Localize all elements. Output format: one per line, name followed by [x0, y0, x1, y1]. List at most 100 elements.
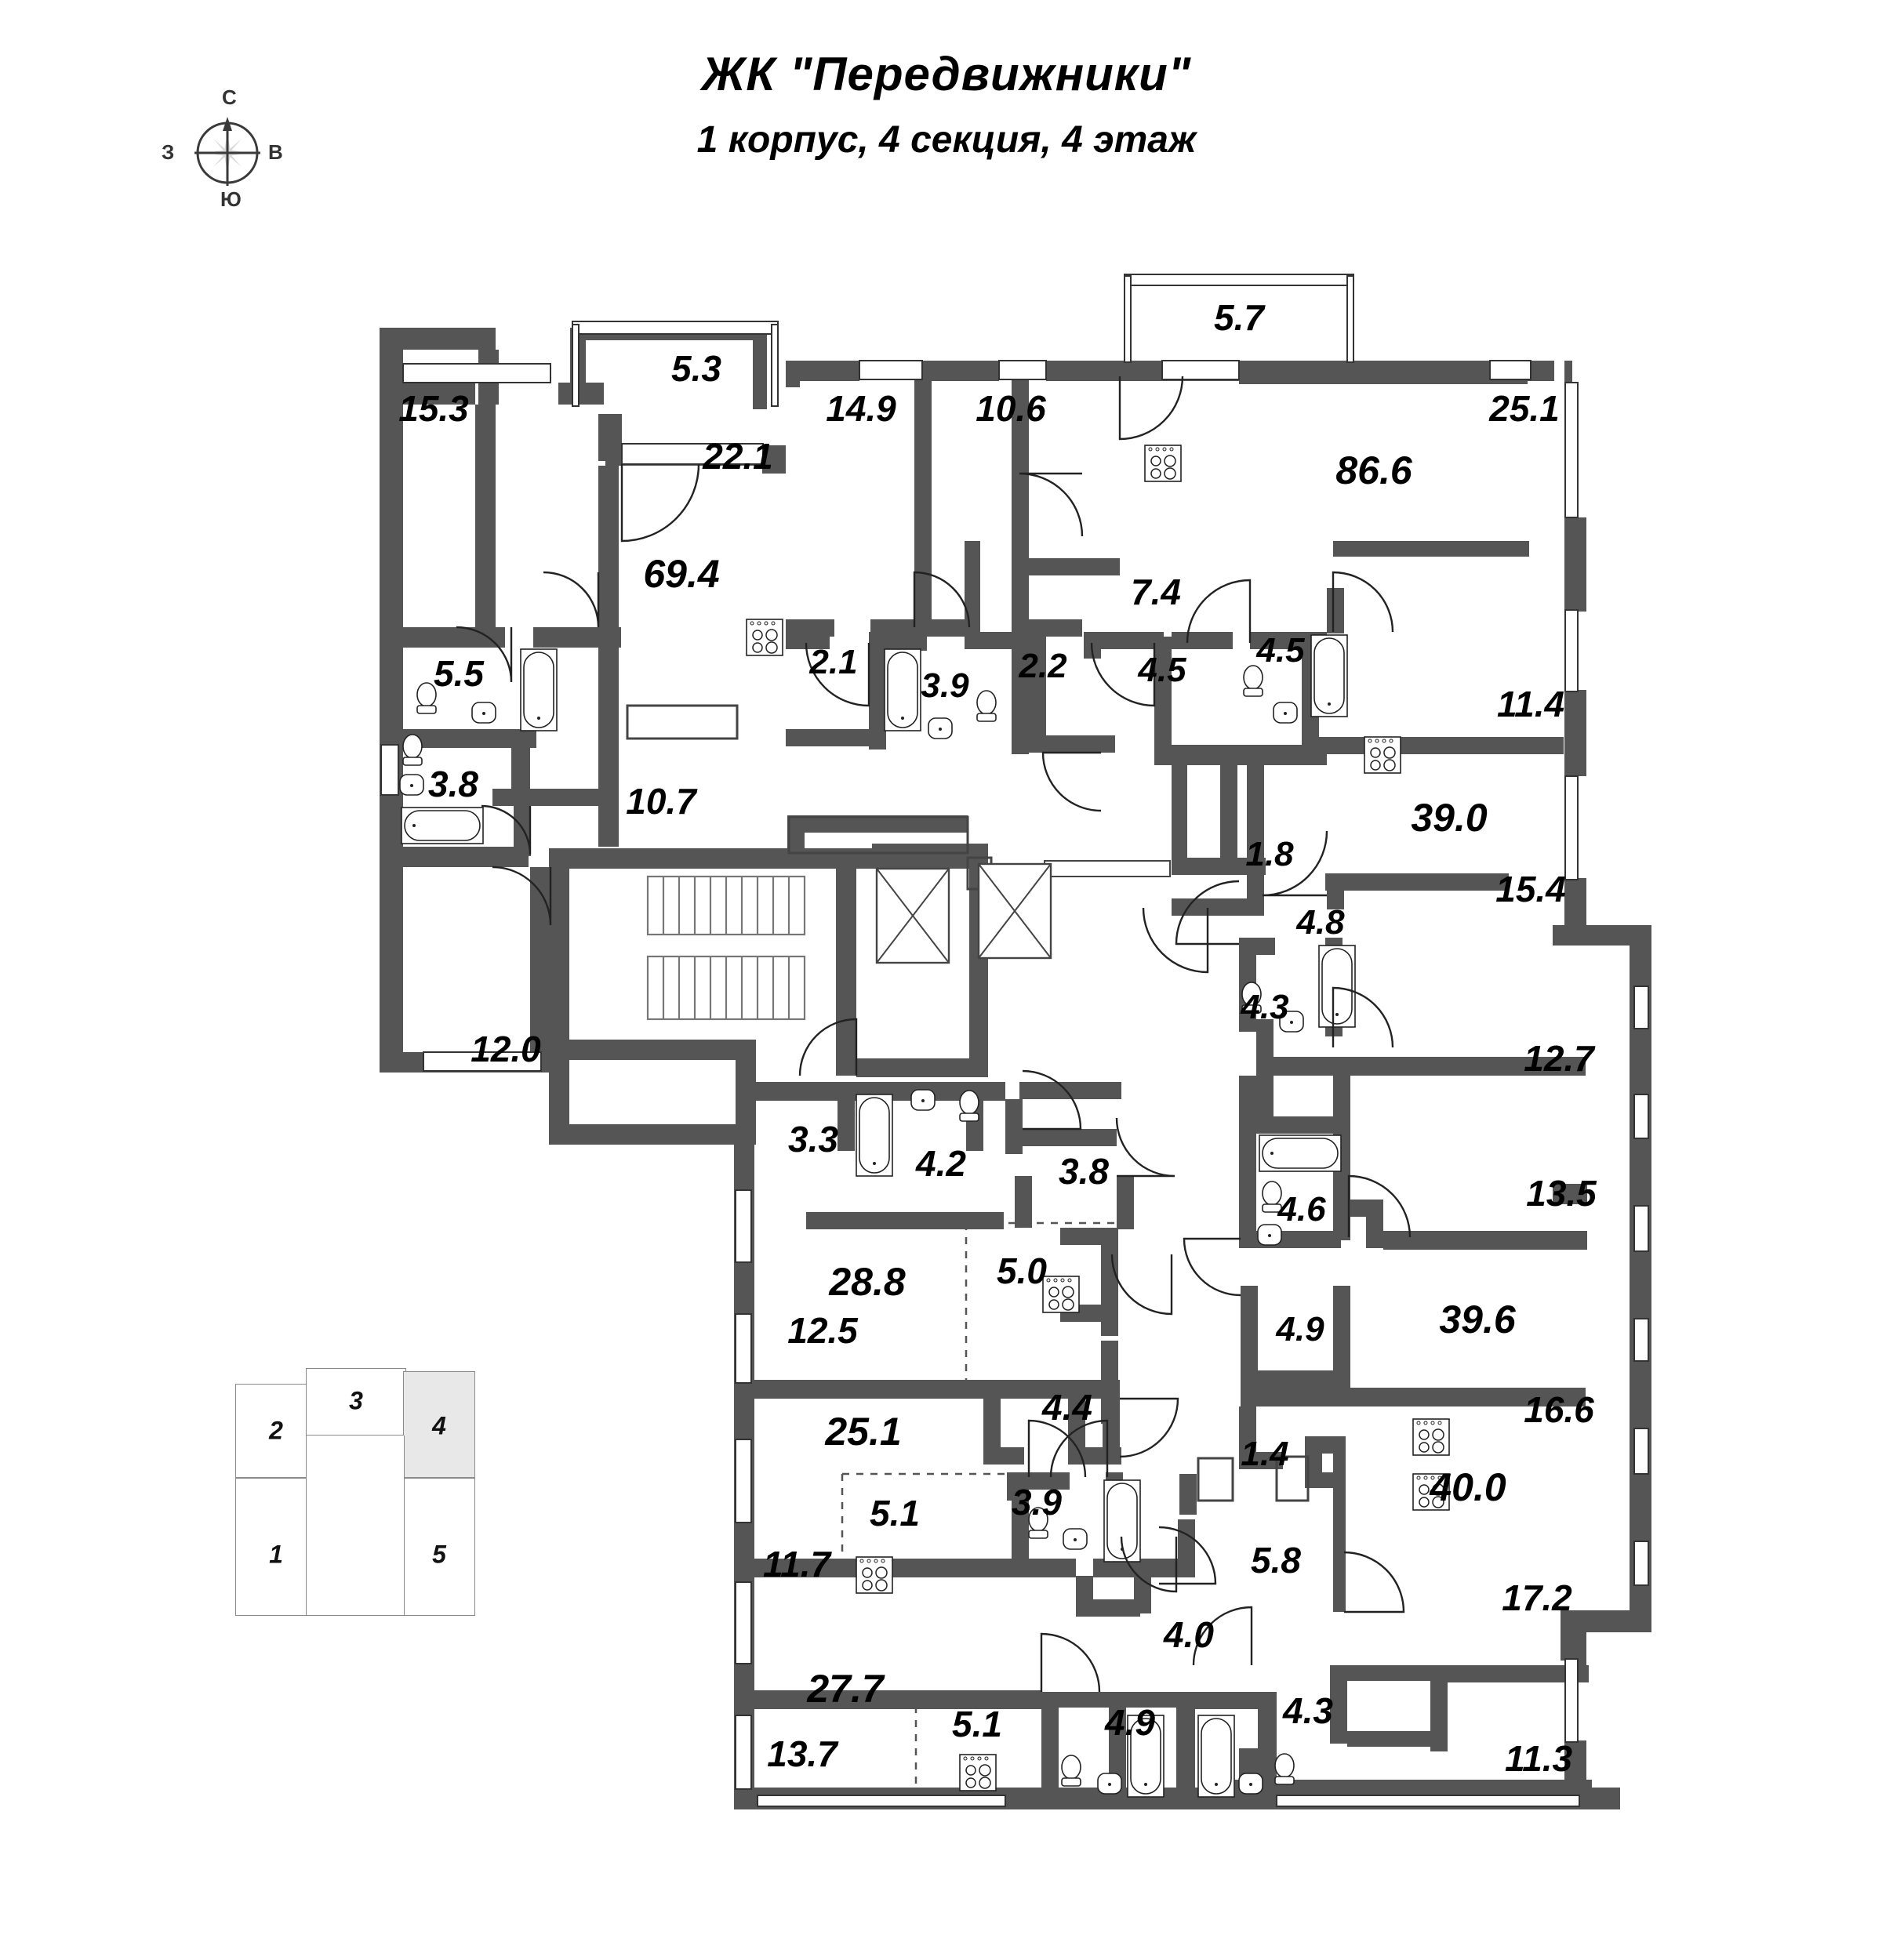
bathtub-icon [401, 807, 484, 844]
room-area-label: 86.6 [1335, 448, 1412, 492]
room-area-label: 16.6 [1524, 1389, 1594, 1430]
page-title: ЖК "Передвижники" [701, 48, 1192, 100]
room-area-label: 5.7 [1214, 297, 1264, 338]
room-area-label: 10.7 [626, 781, 696, 822]
sink-icon [1063, 1528, 1088, 1550]
room-area-label: 7.4 [1131, 572, 1181, 612]
room-area-label: 4.3 [1241, 988, 1289, 1026]
room-area-label: 2.1 [809, 643, 858, 681]
compass-icon [194, 117, 260, 186]
room-area-label: 4.0 [1164, 1614, 1214, 1655]
room-area-label: 4.6 [1277, 1190, 1326, 1229]
sink-icon [1273, 702, 1298, 724]
page-subtitle: 1 корпус, 4 секция, 4 этаж [696, 119, 1197, 161]
room-area-label: 25.1 [825, 1410, 902, 1454]
stove-icon [746, 619, 783, 656]
stove-icon [959, 1754, 997, 1791]
room-area-label: 10.6 [976, 388, 1046, 429]
toilet-icon [976, 690, 997, 722]
room-area-label: 3.8 [1059, 1151, 1109, 1192]
door-swing-group [456, 376, 1412, 1693]
room-area-label: 5.1 [870, 1493, 920, 1534]
room-area-label: 25.1 [1489, 388, 1560, 429]
stove-icon [1042, 1276, 1080, 1313]
room-area-label: 1.8 [1245, 835, 1294, 873]
room-area-label: 17.2 [1502, 1577, 1572, 1618]
room-area-label: 3.3 [788, 1119, 838, 1160]
room-area-label: 11.4 [1496, 684, 1565, 724]
room-area-label: 15.4 [1495, 869, 1566, 909]
bathtub-icon [1310, 634, 1348, 717]
keymap-label-4: 4 [432, 1411, 446, 1440]
room-area-label: 14.9 [826, 388, 896, 429]
keymap-label-5: 5 [432, 1540, 446, 1569]
toilet-icon [402, 734, 423, 766]
sink-icon [1097, 1773, 1122, 1795]
room-area-label: 5.5 [434, 653, 484, 694]
keymap-cell-5[interactable] [403, 1478, 475, 1616]
room-area-label: 28.8 [829, 1260, 906, 1304]
compass-label-south: Ю [220, 187, 242, 211]
elevator-group [875, 862, 1052, 964]
elevator-icon [977, 862, 1052, 960]
toilet-icon [1061, 1755, 1081, 1787]
wall-group-structural [380, 328, 1651, 1809]
room-area-label: 4.2 [916, 1143, 966, 1184]
keymap-cell-1[interactable] [235, 1478, 317, 1616]
room-area-label: 40.0 [1430, 1465, 1506, 1509]
bathtub-icon [1197, 1715, 1235, 1798]
room-area-label: 39.6 [1439, 1298, 1516, 1341]
room-area-label: 3.9 [1012, 1482, 1062, 1523]
room-area-label: 5.0 [997, 1250, 1047, 1291]
sink-icon [399, 774, 424, 796]
room-area-label: 39.0 [1411, 796, 1488, 840]
stove-icon [1364, 736, 1401, 774]
bathtub-icon [1318, 945, 1356, 1028]
sink-icon [471, 702, 496, 724]
room-area-label: 27.7 [807, 1667, 884, 1711]
room-area-label: 5.3 [671, 348, 721, 389]
room-area-label: 69.4 [643, 552, 720, 596]
sink-icon [1238, 1773, 1263, 1795]
sink-icon [928, 717, 953, 739]
bathtub-icon [884, 648, 921, 731]
room-area-label: 13.7 [767, 1733, 837, 1774]
compass-label-east: В [268, 140, 283, 164]
room-area-label: 4.3 [1283, 1690, 1333, 1731]
compass-label-north: С [222, 85, 237, 109]
room-area-label: 12.5 [787, 1310, 858, 1351]
room-area-label: 12.7 [1524, 1038, 1594, 1079]
sink-icon [910, 1089, 936, 1111]
toilet-icon [959, 1090, 979, 1122]
bathtub-icon [1259, 1134, 1342, 1172]
room-area-label: 3.8 [428, 764, 478, 804]
stove-icon [856, 1556, 893, 1594]
room-area-label: 5.8 [1251, 1540, 1301, 1581]
keymap-cell-4[interactable] [403, 1371, 475, 1478]
room-area-label: 13.5 [1526, 1173, 1597, 1214]
page-title-block: ЖК "Передвижники" 1 корпус, 4 секция, 4 … [0, 47, 1893, 162]
room-area-label: 4.5 [1256, 631, 1305, 670]
compass-label-west: З [162, 140, 175, 164]
room-area-label: 4.4 [1042, 1387, 1092, 1428]
room-area-label: 4.5 [1138, 651, 1186, 689]
keymap-label-3: 3 [349, 1386, 363, 1415]
keymap-label-2: 2 [269, 1416, 283, 1445]
keymap-label-1: 1 [269, 1540, 283, 1569]
compass-rose: С Ю З В [162, 85, 283, 211]
stove-icon [1412, 1418, 1450, 1456]
room-area-label: 4.9 [1276, 1310, 1324, 1348]
toilet-icon [1274, 1753, 1295, 1785]
room-area-label: 1.4 [1241, 1435, 1289, 1473]
keymap-cell-2[interactable] [235, 1384, 317, 1478]
room-area-label: 22.1 [703, 436, 773, 477]
keymap-cell-3[interactable] [306, 1368, 406, 1436]
bathtub-icon [520, 648, 558, 731]
room-area-label: 11.3 [1504, 1738, 1573, 1779]
window-group [380, 274, 1649, 1807]
room-area-label: 5.1 [952, 1704, 1002, 1744]
room-area-label: 12.0 [471, 1029, 541, 1069]
keymap-courtyard [306, 1436, 405, 1616]
